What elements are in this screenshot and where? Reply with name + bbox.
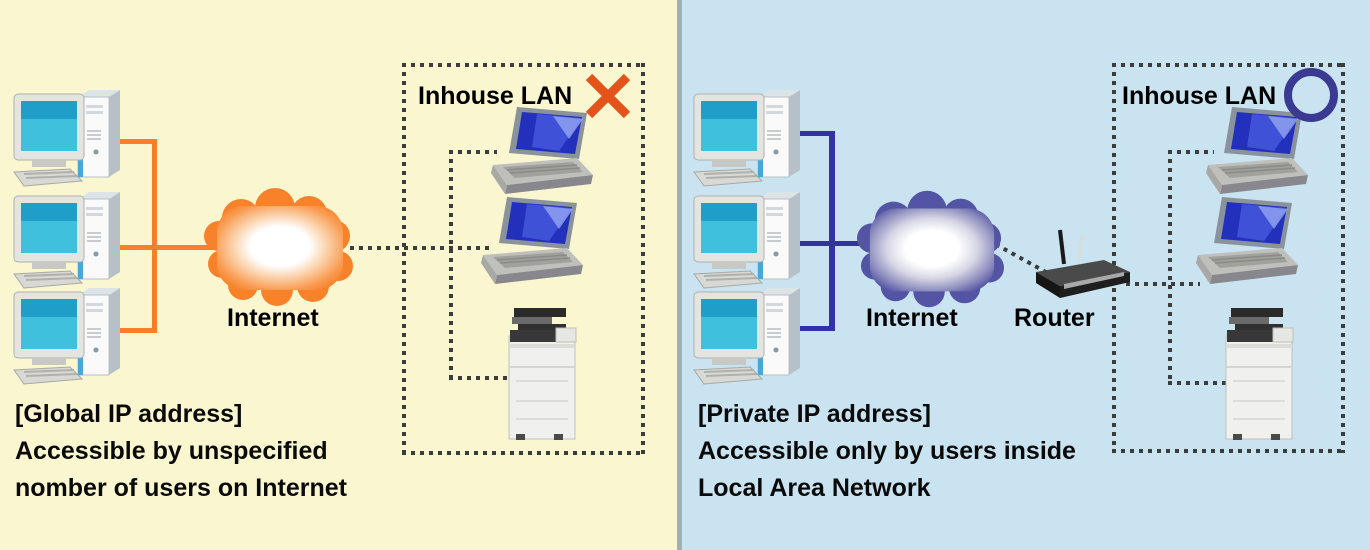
caption-line: [Private IP address]: [698, 400, 931, 428]
laptop-icon: [1192, 197, 1304, 289]
lan-wire-line: [449, 376, 512, 380]
laptop-icon: [477, 197, 589, 289]
dotted-link-line: [350, 246, 492, 250]
connector-line: [118, 139, 157, 144]
lan-wire-line: [449, 150, 453, 380]
caption-line: Accessible only by users inside: [698, 437, 1076, 465]
internet-label: Internet: [227, 304, 319, 332]
internet-cloud-icon: [857, 190, 1005, 308]
panel-divider: [677, 0, 682, 550]
internet-label: Internet: [866, 304, 958, 332]
connector-bus-line: [152, 139, 157, 333]
connector-line: [795, 131, 835, 136]
lan-wire-line: [1168, 381, 1228, 385]
copier-icon: [504, 306, 582, 446]
connector-bus-line: [829, 131, 835, 331]
desktop-pc-icon: [12, 282, 130, 390]
lan-wire-line: [1168, 150, 1172, 385]
connector-line: [795, 326, 835, 331]
caption-line: Accessible by unspecified: [15, 437, 328, 465]
desktop-pc-icon: [12, 186, 130, 294]
router-icon: [1036, 229, 1130, 298]
desktop-pc-icon: [692, 84, 810, 192]
global-ip-panel: Internet Inhouse LAN [Global IP address]…: [0, 0, 677, 550]
caption-line: Local Area Network: [698, 474, 931, 502]
inhouse-lan-label: Inhouse LAN: [1122, 82, 1277, 110]
internet-cloud-icon: [204, 188, 353, 306]
caption-line: [Global IP address]: [15, 400, 243, 428]
private-ip-caption: [Private IP address] Accessible only by …: [698, 396, 1076, 507]
inhouse-lan-label: Inhouse LAN: [418, 82, 573, 110]
desktop-pc-icon: [692, 186, 810, 294]
copier-icon: [1221, 306, 1299, 446]
desktop-pc-icon: [12, 84, 130, 192]
cross-mark-icon: [585, 73, 631, 119]
global-ip-caption: [Global IP address] Accessible by unspec…: [15, 396, 347, 507]
lan-wire-line: [1168, 150, 1214, 154]
caption-line: nomber of users on Internet: [15, 474, 347, 502]
dotted-link-line: [1126, 282, 1200, 286]
connector-line: [118, 328, 157, 333]
circle-mark-icon: [1284, 68, 1338, 122]
inhouse-lan-box: [402, 63, 645, 455]
lan-wire-line: [449, 150, 497, 154]
router-label: Router: [1014, 304, 1095, 332]
desktop-pc-icon: [692, 282, 810, 390]
connector-line: [795, 241, 870, 246]
connector-line: [118, 245, 225, 250]
inhouse-lan-box: [1112, 63, 1345, 453]
